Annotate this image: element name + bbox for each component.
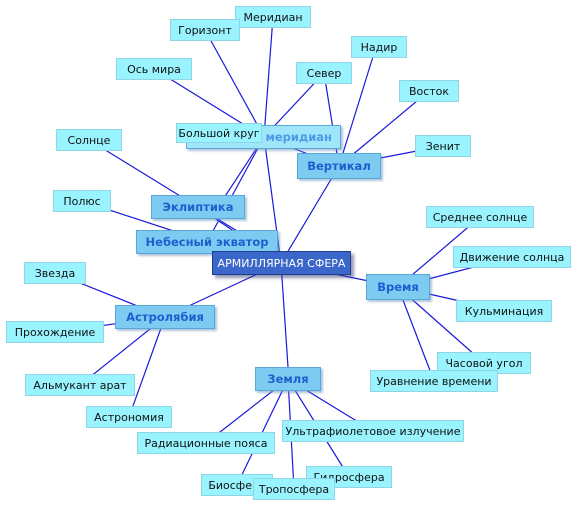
node-zemlya[interactable]: Земля — [255, 367, 321, 391]
connector-line — [280, 165, 340, 264]
node-nadir[interactable]: Надир — [351, 36, 407, 58]
node-zenit[interactable]: Зенит — [415, 135, 471, 157]
node-os-mira[interactable]: Ось мира — [116, 58, 192, 80]
connector-line — [397, 286, 435, 382]
node-ultrafiolet[interactable]: Ультрафиолетовое излучение — [282, 420, 464, 442]
node-radiacionnye[interactable]: Радиационные пояса — [137, 432, 275, 454]
node-astronomiya[interactable]: Астрономия — [86, 406, 172, 428]
node-gorizont[interactable]: Горизонт — [170, 19, 240, 41]
node-troposfera[interactable]: Тропосфера — [253, 478, 335, 500]
node-vostok[interactable]: Восток — [399, 80, 459, 102]
node-zvezda[interactable]: Звезда — [24, 262, 86, 284]
node-ekliptika[interactable]: Эклиптика — [151, 195, 245, 219]
node-meridian[interactable]: Меридиан — [235, 6, 311, 28]
node-vertikal[interactable]: Вертикал — [297, 153, 381, 179]
connector-line — [280, 262, 289, 368]
node-vremya[interactable]: Время — [366, 274, 430, 300]
node-prohozhdenie[interactable]: Прохождение — [6, 321, 104, 343]
connector-line — [263, 16, 274, 138]
connector-line — [338, 46, 377, 167]
connector-line — [128, 316, 166, 418]
connector-line — [323, 72, 340, 167]
node-sever[interactable]: Север — [296, 62, 352, 84]
connector-line — [204, 29, 265, 138]
node-astrolyabiya[interactable]: Астролябия — [115, 305, 215, 329]
node-almukantarat[interactable]: Альмукант арат — [25, 374, 135, 396]
node-bolshoy-krug[interactable]: Большой круг — [176, 123, 262, 143]
node-nebesnyy-ekvator[interactable]: Небесный экватор — [136, 230, 278, 254]
connector-line — [263, 136, 282, 264]
node-polyus[interactable]: Полюс — [53, 190, 111, 212]
node-kulminaciya[interactable]: Кульминация — [456, 300, 552, 322]
node-dvizhenie-solnca[interactable]: Движение солнца — [453, 246, 571, 268]
node-srednee-solnce[interactable]: Среднее солнце — [426, 206, 534, 228]
node-solnce[interactable]: Солнце — [56, 129, 122, 151]
node-uravnenie-vremeni[interactable]: Уравнение времени — [370, 370, 498, 392]
node-armillyarnaya-sfera[interactable]: АРМИЛЛЯРНАЯ СФЕРА — [212, 251, 351, 275]
connector-line — [206, 136, 265, 243]
